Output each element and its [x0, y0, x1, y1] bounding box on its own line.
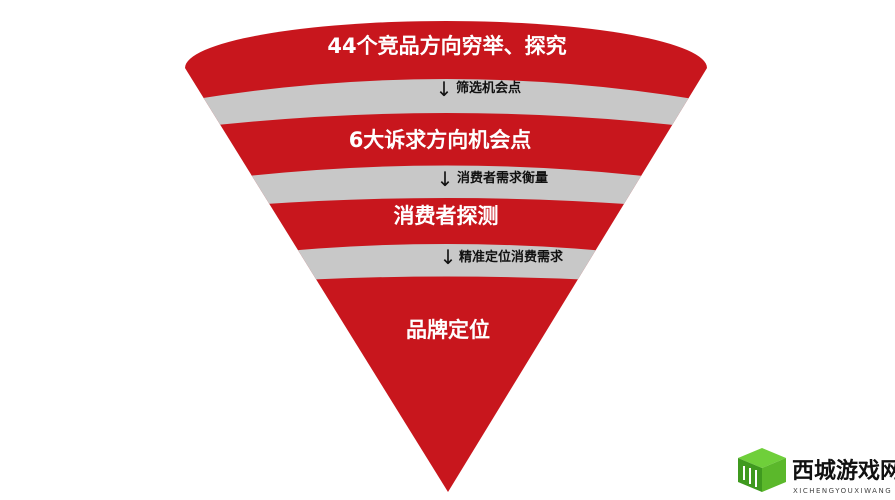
watermark: 西城游戏网 XICHENGYOUXIWANG: [738, 448, 895, 495]
watermark-subtitle: XICHENGYOUXIWANG: [793, 487, 892, 495]
connector-label-1: 筛选机会点: [456, 80, 521, 96]
connector-arrow-1: ↓: [436, 77, 453, 101]
watermark-logo-icon: [738, 448, 786, 492]
connector-arrow-3: ↓: [440, 245, 457, 269]
stage-title-4: 品牌定位: [406, 318, 490, 342]
watermark-name: 西城游戏网: [792, 458, 895, 484]
separator-band-2: [190, 165, 700, 210]
connector-label-3: 精准定位消费需求: [459, 249, 564, 265]
connector-arrow-2: ↓: [437, 167, 454, 191]
separator-band-1: [190, 79, 700, 128]
separator-band-3: [190, 244, 700, 287]
connector-label-2: 消费者需求衡量: [457, 170, 548, 186]
stage-title-2: 6大诉求方向机会点: [349, 128, 532, 152]
stage-title-3: 消费者探测: [394, 204, 499, 228]
stage-title-1: 44个竞品方向穷举、探究: [327, 34, 566, 58]
